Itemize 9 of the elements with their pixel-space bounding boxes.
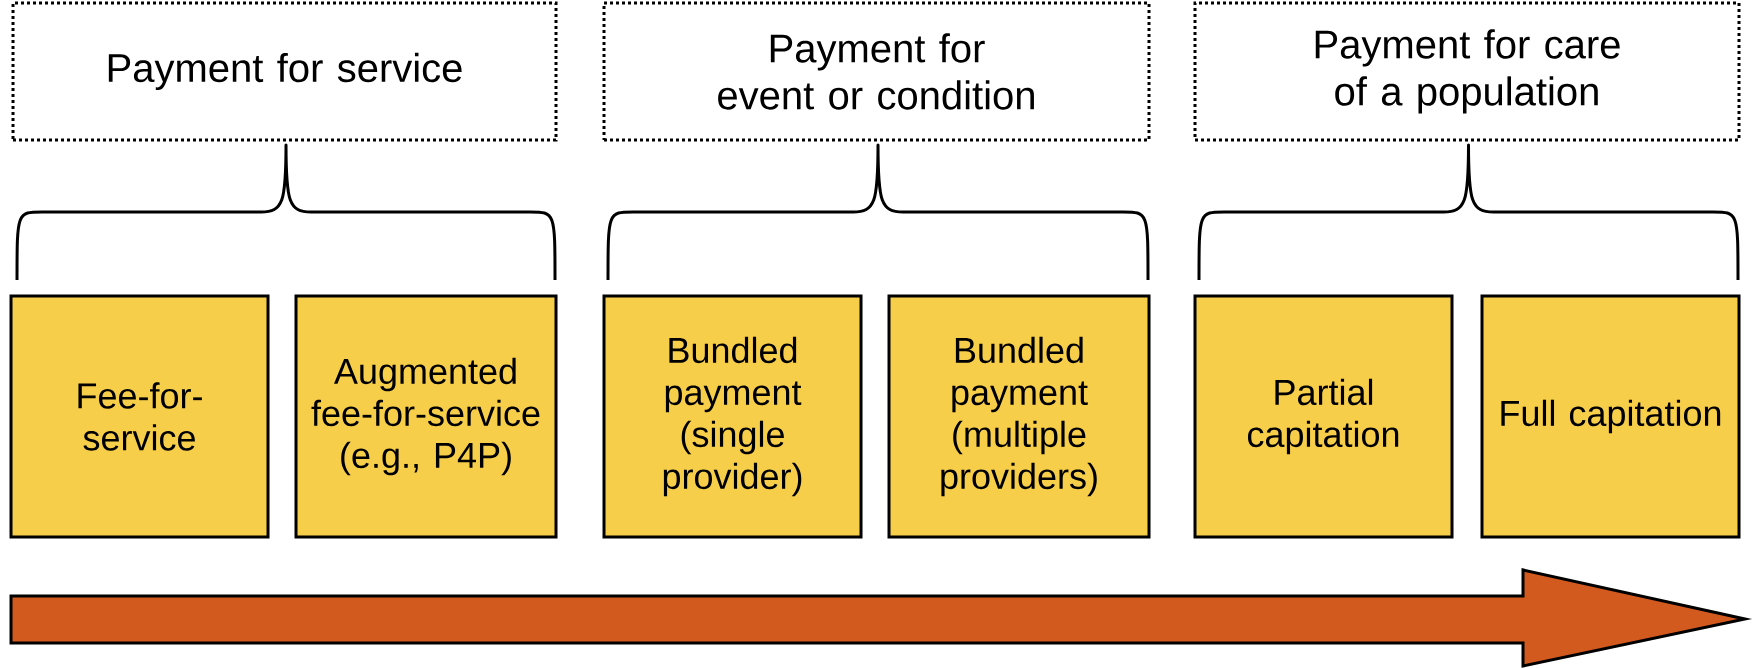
category-box: Full capitation <box>1480 294 1741 539</box>
category-box: Partial capitation <box>1193 294 1454 539</box>
category-box: Bundled payment (single provider) <box>602 294 863 539</box>
category-box: Fee-for-service <box>9 294 270 539</box>
header-box: Payment for care of a population <box>1193 1 1741 142</box>
category-box: Bundled payment (multiple providers) <box>887 294 1151 539</box>
header-box: Payment for event or condition <box>602 1 1151 142</box>
header-box: Payment for service <box>11 1 558 142</box>
category-box: Augmented fee-for-service (e.g., P4P) <box>294 294 558 539</box>
